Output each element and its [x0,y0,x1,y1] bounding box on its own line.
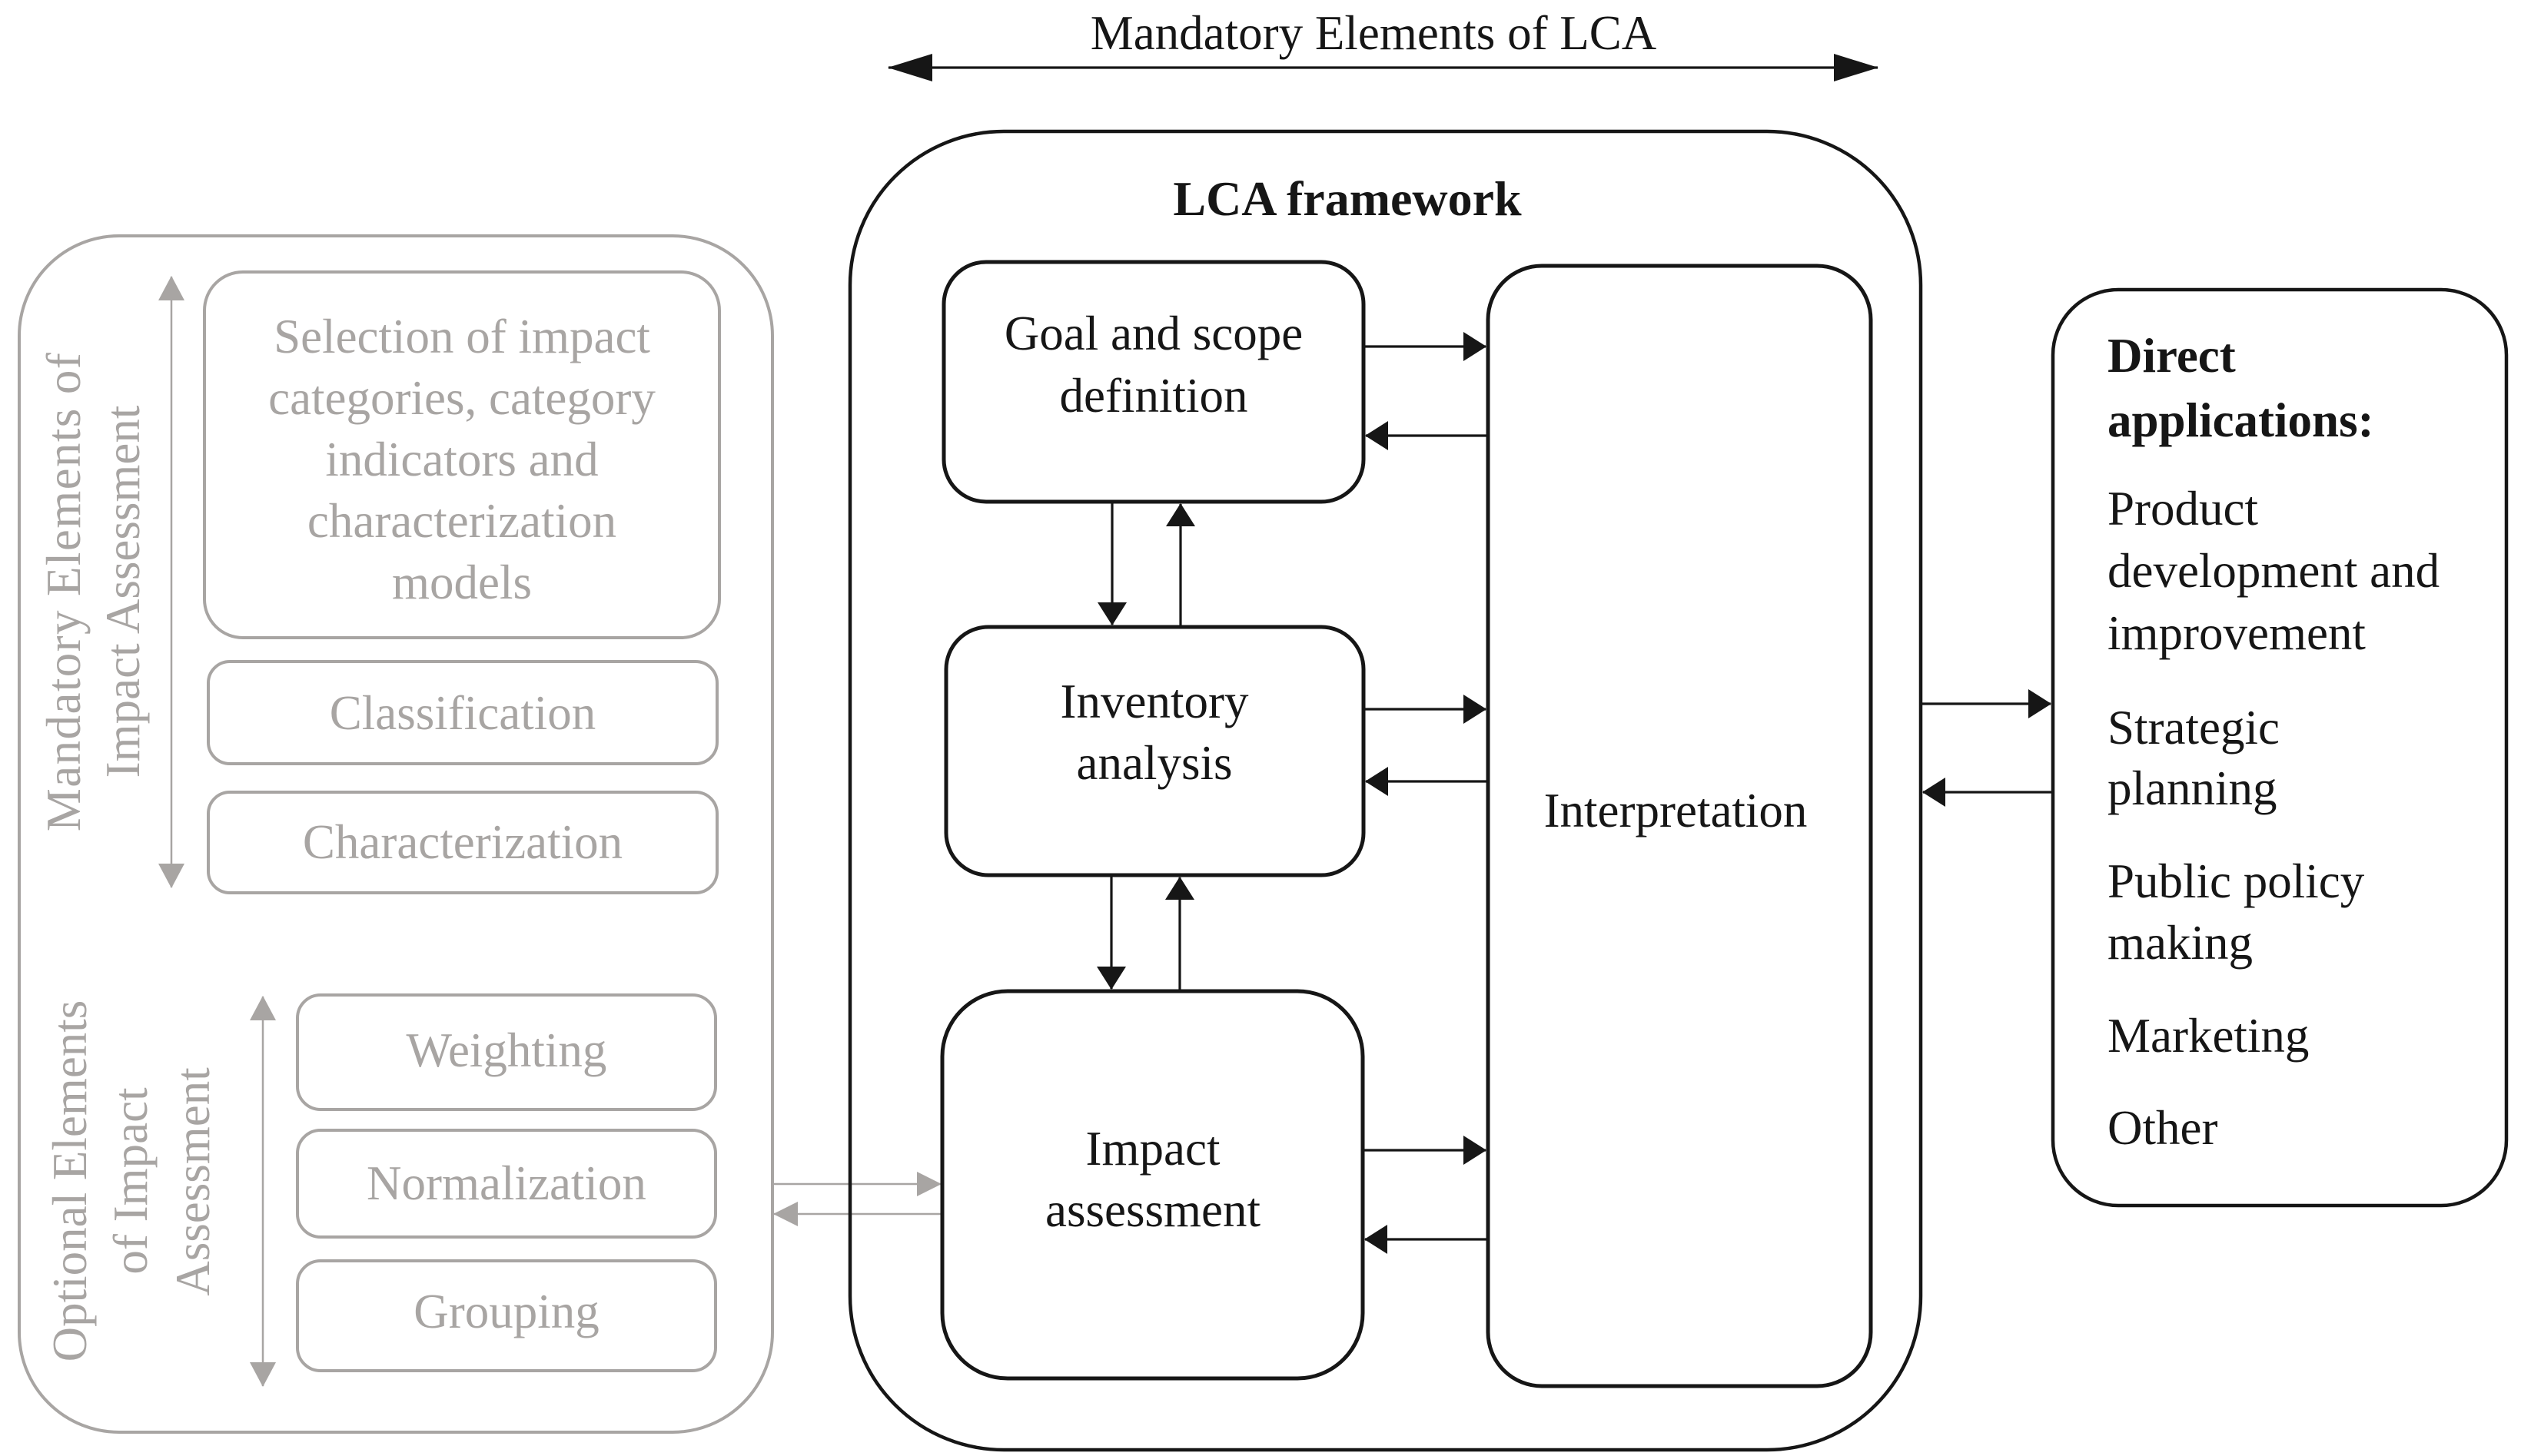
svg-text:LCA framework: LCA framework [1173,171,1522,226]
svg-text:Normalization: Normalization [367,1156,646,1210]
svg-text:Impact: Impact [1086,1122,1221,1176]
svg-text:Weighting: Weighting [407,1023,607,1077]
svg-text:Mandatory Elements of: Mandatory Elements of [37,352,91,831]
svg-text:of Impact: of Impact [104,1087,158,1275]
svg-text:Selection of impact: Selection of impact [274,310,650,363]
svg-text:Classification: Classification [330,686,596,740]
svg-text:categories, category: categories, category [268,371,656,425]
svg-text:applications:: applications: [2107,393,2374,447]
svg-text:analysis: analysis [1077,736,1233,790]
svg-text:Marketing: Marketing [2107,1009,2309,1063]
svg-text:making: making [2107,916,2253,970]
svg-text:Characterization: Characterization [303,815,623,869]
svg-text:Direct: Direct [2107,329,2236,383]
svg-text:Strategic: Strategic [2107,701,2280,755]
svg-text:models: models [392,556,532,609]
svg-text:indicators and: indicators and [325,433,598,486]
svg-text:Product: Product [2107,482,2258,536]
svg-text:Goal and scope: Goal and scope [1005,307,1303,360]
svg-text:characterization: characterization [307,494,616,548]
svg-text:planning: planning [2107,761,2277,815]
svg-text:assessment: assessment [1045,1183,1260,1237]
svg-text:Grouping: Grouping [414,1285,599,1338]
svg-text:improvement: improvement [2107,606,2366,660]
svg-text:Other: Other [2107,1101,2217,1155]
svg-text:Inventory: Inventory [1061,675,1249,728]
svg-text:definition: definition [1060,369,1248,423]
svg-text:Assessment: Assessment [166,1067,220,1296]
svg-text:Optional Elements: Optional Elements [43,1000,97,1362]
svg-text:Impact Assessment: Impact Assessment [96,405,150,778]
svg-text:development and: development and [2107,544,2440,598]
svg-text:Public policy: Public policy [2107,854,2365,908]
svg-text:Mandatory Elements of LCA: Mandatory Elements of LCA [1091,6,1657,60]
svg-text:Interpretation: Interpretation [1544,784,1808,837]
